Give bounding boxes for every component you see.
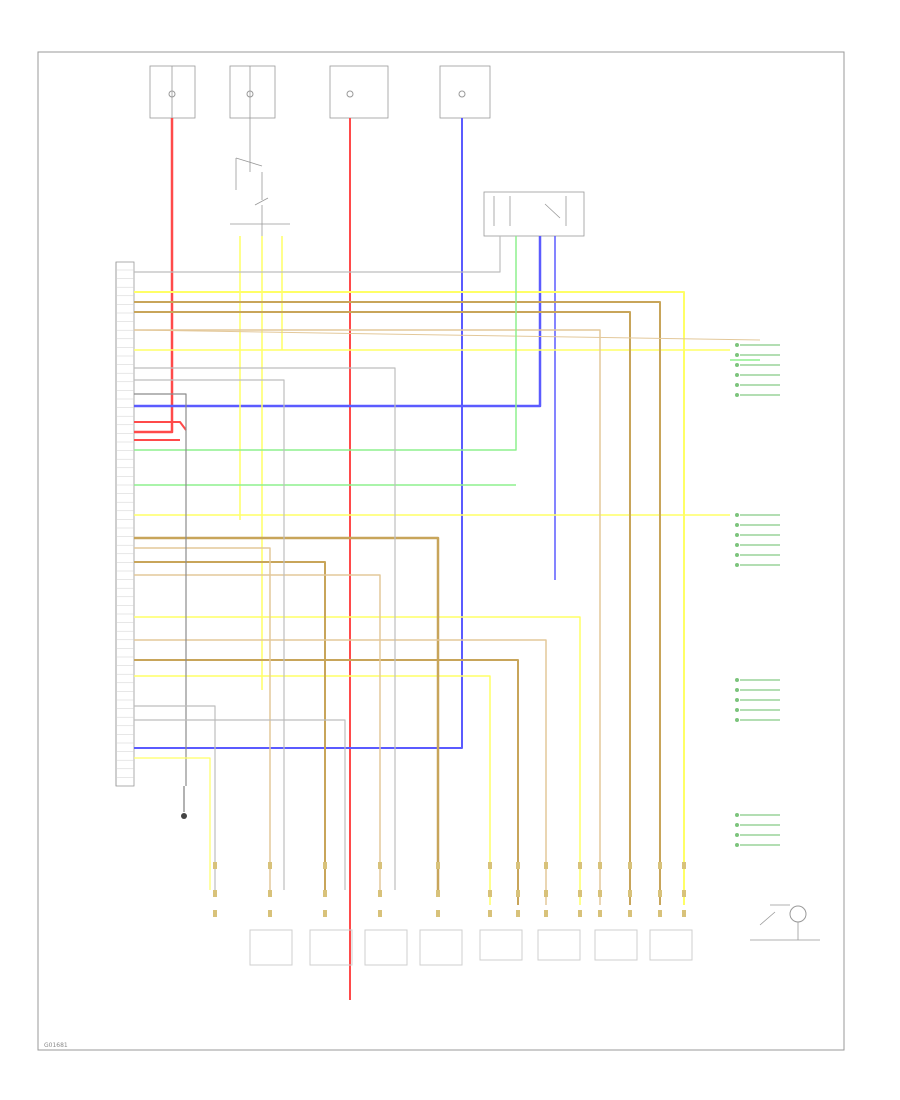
connector-pin — [682, 910, 686, 917]
tan-wire-4 — [134, 329, 601, 905]
tan-wire-5 — [133, 329, 761, 341]
yellow-wire-8 — [134, 675, 491, 905]
connector-pin — [544, 910, 548, 917]
yellow-wire-7 — [134, 616, 581, 905]
power-wire-red-3 — [134, 421, 187, 431]
brown-wire-5 — [134, 659, 519, 905]
connector-pin — [378, 890, 382, 897]
gray-wire-5 — [134, 705, 216, 890]
bottom-components — [213, 862, 693, 966]
bottom-component-8 — [649, 929, 693, 961]
connector-pin — [578, 862, 582, 869]
right-component-4 — [735, 813, 780, 847]
fuse-block-1 — [149, 65, 196, 119]
connector-pin — [598, 890, 602, 897]
connector-pin — [323, 890, 327, 897]
connector-pin — [516, 890, 520, 897]
connector-pin — [323, 862, 327, 869]
connector-pin — [682, 862, 686, 869]
gray-wire-4 — [134, 393, 187, 786]
connector-pin — [268, 890, 272, 897]
connector-pin — [488, 910, 492, 917]
position-switch — [483, 191, 585, 237]
connector-pin — [578, 910, 582, 917]
green-wire-1 — [134, 236, 517, 451]
right-component-1 — [735, 343, 780, 397]
brown-wire-3 — [134, 536, 440, 890]
yellow-wire-1 — [134, 291, 685, 905]
connector-pin — [436, 890, 440, 897]
ground-symbol — [181, 786, 187, 819]
brake-switch — [230, 140, 290, 238]
stop-light-switch — [750, 904, 820, 941]
brown-wire-2 — [134, 311, 631, 905]
connector-pin — [213, 910, 217, 917]
connector-pin — [213, 890, 217, 897]
right-component-2 — [735, 513, 780, 567]
bottom-component-2 — [309, 929, 353, 966]
connector-pin — [598, 862, 602, 869]
right-components — [735, 343, 780, 847]
connector-pin — [488, 890, 492, 897]
diagram-frame — [37, 51, 845, 1051]
gray-wire-1 — [134, 236, 501, 273]
tan-wire-1 — [134, 639, 547, 905]
connector-pin — [436, 910, 440, 917]
connector-pin — [436, 862, 440, 869]
ecu-connector — [115, 261, 135, 787]
bottom-component-6 — [537, 929, 581, 961]
fuse-block-4 — [439, 65, 491, 119]
connector-pin — [378, 910, 382, 917]
connector-pin — [516, 862, 520, 869]
connector-pin — [323, 910, 327, 917]
brown-wire-4 — [134, 561, 326, 890]
bottom-component-3 — [364, 929, 408, 966]
tan-wire-2 — [134, 547, 271, 890]
connector-pin — [658, 862, 662, 869]
right-component-3 — [735, 678, 780, 722]
gray-wire-2 — [134, 367, 396, 890]
connector-pin — [378, 862, 382, 869]
tan-wire-3 — [134, 574, 381, 890]
power-wire-red-1 — [134, 118, 174, 434]
connector-pin — [488, 862, 492, 869]
gray-wire-6 — [134, 719, 346, 890]
connector-pin — [682, 890, 686, 897]
wiring-harness — [133, 118, 761, 1000]
fuse-block-2 — [229, 65, 276, 140]
connector-pin — [213, 862, 217, 869]
connector-pin — [628, 910, 632, 917]
blue-wire-main — [134, 118, 463, 749]
brown-wire-1 — [134, 301, 661, 905]
connector-pin — [268, 862, 272, 869]
connector-pin — [628, 862, 632, 869]
bottom-component-5 — [479, 929, 523, 961]
connector-pin — [578, 890, 582, 897]
connector-pin — [544, 862, 548, 869]
connector-pin — [516, 910, 520, 917]
bottom-component-4 — [419, 929, 463, 966]
connector-pin — [268, 910, 272, 917]
connector-pin — [658, 910, 662, 917]
yellow-wire-9 — [134, 757, 211, 890]
connector-pin — [658, 890, 662, 897]
connector-pin — [628, 890, 632, 897]
bottom-component-7 — [594, 929, 638, 961]
figure-id: G01681 — [44, 1042, 68, 1049]
bottom-component-1 — [249, 929, 293, 966]
connector-pin — [544, 890, 548, 897]
connector-pin — [598, 910, 602, 917]
fuse-block-3 — [329, 65, 389, 119]
